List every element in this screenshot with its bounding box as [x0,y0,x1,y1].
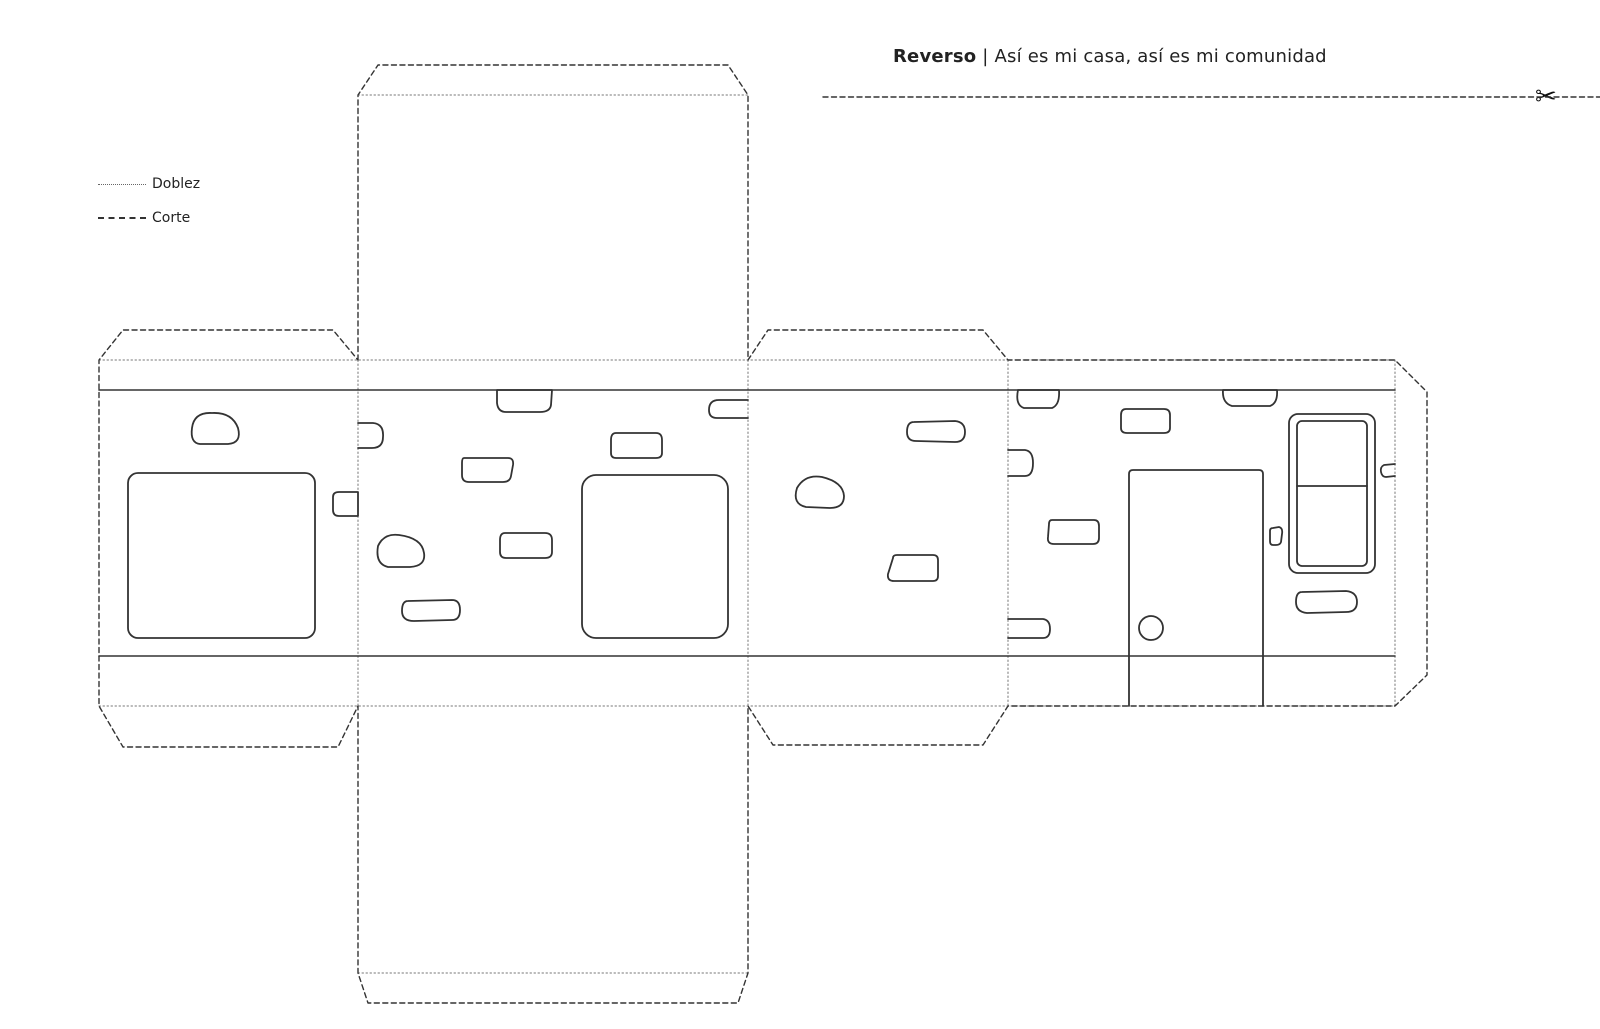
fold-lines [98,94,1396,974]
legend-cut-label: Corte [152,210,191,226]
wall-stones [190,389,1396,639]
page-header: Reverso | Así es mi casa, así es mi comu… [893,46,1327,67]
legend-cut-row: Corte [98,210,200,226]
door-knob [1138,615,1164,641]
header-bold-label: Reverso [893,46,977,67]
legend: Doblez Corte [98,176,200,244]
window-left [127,472,316,639]
net-cut-outline [98,64,1428,1004]
wall-band-lines [98,389,1396,657]
header-title: Así es mi casa, así es mi comunidad [994,46,1327,67]
legend-fold-row: Doblez [98,176,200,192]
header-separator: | [976,46,995,67]
window-center [581,474,729,639]
fold-line-sample [98,183,146,185]
cut-line-sample [98,217,146,219]
window-small [1288,413,1376,574]
door [1128,469,1264,707]
legend-fold-label: Doblez [152,176,201,192]
